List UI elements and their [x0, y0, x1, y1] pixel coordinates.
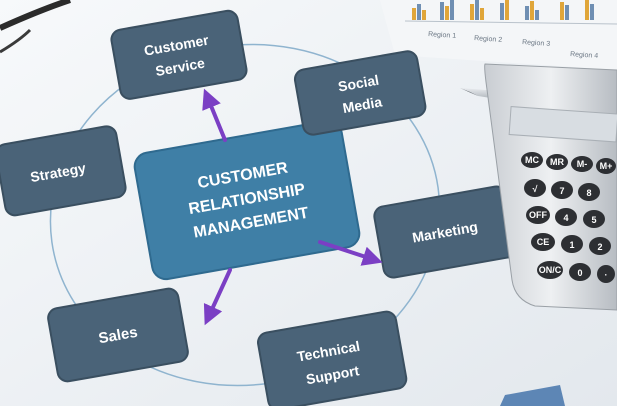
key-on-c[interactable]: ON/C — [539, 265, 562, 275]
node-strategy: Strategy — [0, 125, 127, 217]
key-mc[interactable]: MC — [525, 155, 539, 165]
background-bars — [404, 0, 617, 25]
glasses-frame — [0, 0, 71, 31]
key-mr[interactable]: MR — [550, 157, 564, 167]
arrow-to-sales — [203, 268, 232, 326]
key-sqrt[interactable]: √ — [533, 184, 538, 194]
key-0[interactable]: 0 — [577, 268, 582, 278]
key-4[interactable]: 4 — [563, 213, 568, 223]
sales-label: Sales — [97, 324, 139, 348]
key-8[interactable]: 8 — [586, 188, 591, 198]
key-7[interactable]: 7 — [559, 186, 564, 196]
key-off[interactable]: OFF — [529, 210, 547, 220]
region-label-1: Region 1 — [428, 31, 457, 40]
key-1[interactable]: 1 — [569, 240, 574, 250]
region-label-4: Region 4 — [570, 51, 599, 60]
glasses-arm — [0, 28, 32, 54]
node-marketing: Marketing — [373, 185, 517, 279]
node-customer-service: Customer Service — [110, 9, 248, 100]
node-technical-support: Technical Support — [257, 310, 408, 406]
key-m-plus[interactable]: M+ — [600, 161, 613, 171]
node-social-media: Social Media — [293, 50, 427, 136]
node-sales: Sales — [47, 287, 189, 383]
region-label-3: Region 3 — [522, 39, 551, 48]
social-media-line-1: Social — [337, 72, 380, 95]
social-media-line-2: Media — [341, 93, 383, 116]
background-chart-sheet: Region 1 Region 2 Region 3 Region 4 — [380, 0, 617, 70]
key-m-minus[interactable]: M- — [577, 159, 588, 169]
key-ce[interactable]: CE — [537, 237, 550, 247]
key-5[interactable]: 5 — [591, 215, 596, 225]
region-label-2: Region 2 — [474, 35, 503, 44]
calculator-keypad: MC MR M- M+ √ 7 8 OFF 4 5 CE 1 2 ON/C 0 … — [521, 152, 616, 283]
key-2[interactable]: 2 — [597, 242, 602, 252]
arrow-to-customer-service — [202, 88, 227, 142]
arrow-to-marketing — [318, 240, 383, 266]
paper-corner — [500, 385, 565, 406]
key-dot[interactable]: · — [605, 270, 608, 280]
center-node: CUSTOMER RELATIONSHIP MANAGEMENT — [133, 119, 361, 281]
calculator: MC MR M- M+ √ 7 8 OFF 4 5 CE 1 2 ON/C 0 … — [484, 63, 617, 311]
